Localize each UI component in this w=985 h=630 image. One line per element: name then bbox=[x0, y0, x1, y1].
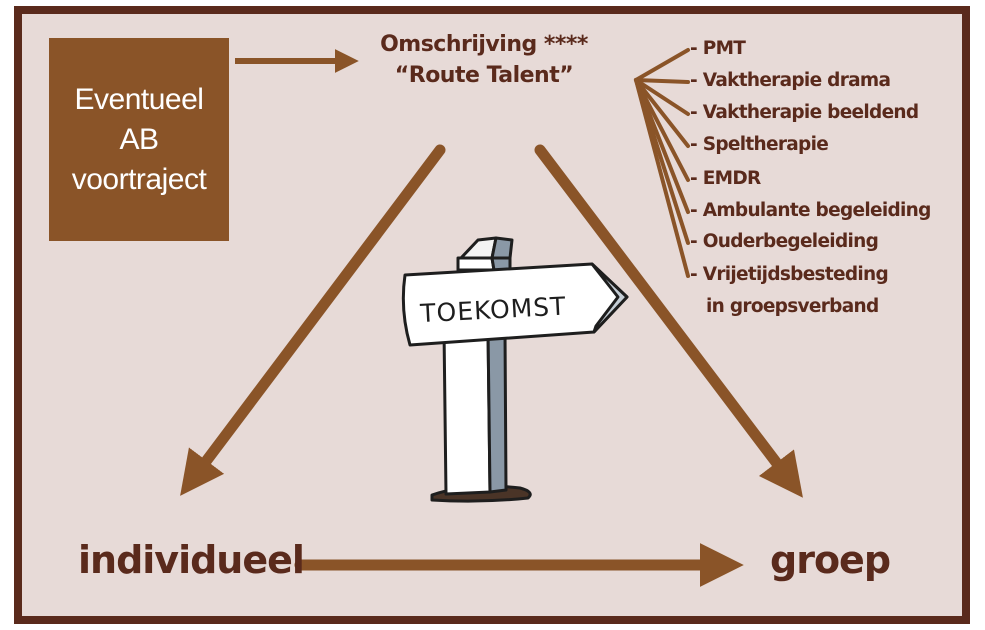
option-item: - Vaktherapie drama bbox=[690, 70, 891, 91]
voortraject-box: Eventueel AB voortraject bbox=[49, 38, 229, 241]
signpost-icon: TOEKOMST bbox=[401, 236, 629, 503]
box-line-2: AB bbox=[119, 122, 159, 156]
route-title: Omschrijving **** “Route Talent” bbox=[360, 32, 608, 88]
title-line-1: Omschrijving **** bbox=[380, 32, 588, 57]
option-item: - Vaktherapie beeldend bbox=[690, 102, 919, 123]
option-item: - Ouderbegeleiding bbox=[690, 231, 879, 252]
label-groep: groep bbox=[770, 538, 891, 582]
title-line-2: “Route Talent” bbox=[394, 63, 574, 88]
box-line-3: voortraject bbox=[71, 162, 207, 196]
arrow-title-to-individueel bbox=[180, 144, 446, 496]
option-item: - Vrijetijdsbesteding bbox=[690, 264, 889, 285]
option-item: - PMT bbox=[690, 38, 746, 59]
option-item-continuation: in groepsverband bbox=[706, 296, 879, 317]
arrow-title-to-groep bbox=[534, 144, 803, 498]
option-connectors bbox=[634, 48, 690, 278]
box-line-1: Eventueel bbox=[74, 82, 204, 116]
label-individueel: individueel bbox=[78, 538, 305, 582]
option-item: - Speltherapie bbox=[690, 134, 829, 155]
option-item: - EMDR bbox=[690, 168, 761, 189]
option-item: - Ambulante begeleiding bbox=[690, 200, 931, 221]
